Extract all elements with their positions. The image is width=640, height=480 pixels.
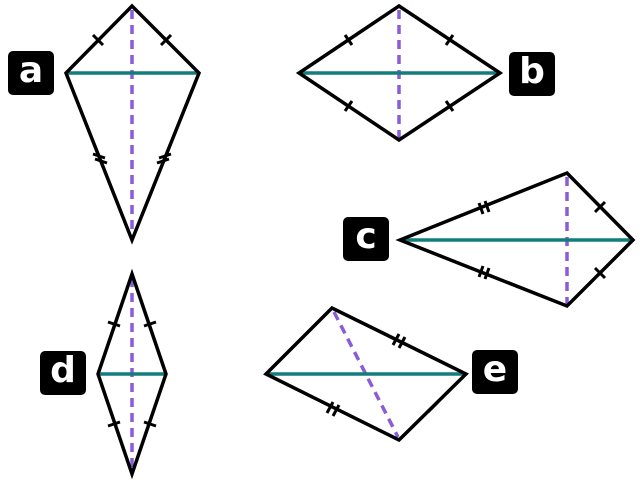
- shape-b-rhombus: [295, 3, 504, 143]
- shape-b-tick-marks: [343, 34, 455, 112]
- shape-e-dashed-diagonal: [332, 311, 400, 438]
- shape-a-label: a: [8, 51, 54, 95]
- shape-d-outline: [96, 268, 168, 480]
- shape-c-label: c: [343, 217, 389, 261]
- shape-e-label: e: [472, 350, 518, 394]
- shape-e-outline: [263, 305, 469, 443]
- shape-e-parallelogram: [263, 305, 469, 443]
- shape-b-outline: [295, 3, 504, 143]
- shape-d-rhombus: [96, 268, 168, 480]
- shape-d-label: d: [40, 351, 86, 395]
- shape-d-tick-marks: [107, 320, 157, 428]
- shape-c-kite: [395, 170, 636, 309]
- shape-e-tick-marks: [292, 333, 440, 417]
- shape-a-tick-marks: [91, 33, 173, 165]
- shape-b-label: b: [509, 52, 555, 96]
- shape-a-outline: [63, 3, 202, 245]
- shape-c-tick-marks: [477, 200, 607, 280]
- shape-a-kite: [63, 3, 202, 245]
- shape-c-outline: [395, 170, 636, 309]
